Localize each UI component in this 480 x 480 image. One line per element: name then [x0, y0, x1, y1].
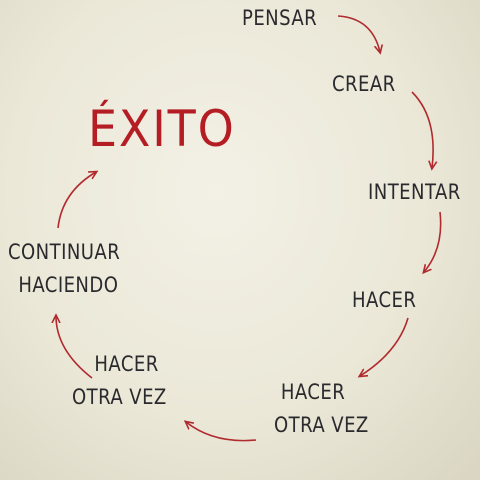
arrow-continuar-to-exito: [57, 172, 96, 229]
arrow-pensar-to-crear: [337, 15, 380, 52]
step-hacer-otra-vez-left-line1: HACER: [94, 352, 159, 376]
arrow-hacer-otra-vez-to-continuar: [56, 316, 93, 379]
step-crear: CREAR: [332, 72, 396, 96]
arrow-crear-to-intentar: [411, 91, 433, 168]
step-continuar-haciendo: CONTINUAR HACIENDO: [8, 236, 120, 301]
step-hacer-otra-vez-right: HACER OTRA VEZ: [274, 376, 369, 441]
arrow-hacer-otra-vez-to-hacer-otra-vez: [186, 422, 257, 442]
title-exito: ÉXITO: [88, 100, 236, 158]
step-hacer-otra-vez-left-line2: OTRA VEZ: [72, 384, 167, 409]
arrow-intentar-to-hacer: [424, 211, 442, 272]
arrow-hacer-to-hacer-otra-vez: [360, 317, 409, 376]
step-hacer: HACER: [352, 288, 417, 312]
step-continuar-haciendo-line1: CONTINUAR: [8, 240, 121, 264]
step-intentar: INTENTAR: [368, 180, 461, 204]
step-hacer-otra-vez-right-line1: HACER: [280, 380, 346, 404]
step-continuar-haciendo-line2: HACIENDO: [18, 272, 119, 297]
step-hacer-otra-vez-right-line2: OTRA VEZ: [274, 412, 369, 437]
step-hacer-otra-vez-left: HACER OTRA VEZ: [72, 348, 167, 413]
step-pensar: PENSAR: [242, 6, 318, 30]
